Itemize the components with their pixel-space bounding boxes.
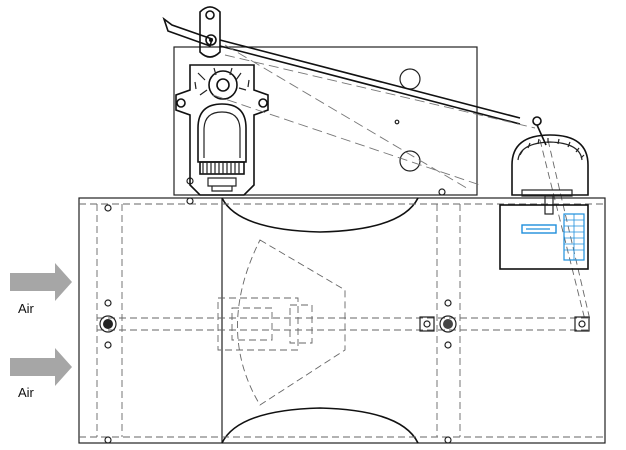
air-arrow-top bbox=[10, 263, 72, 301]
bolt bbox=[99, 197, 590, 444]
duct-housing bbox=[78, 197, 606, 444]
air-arrow-bottom bbox=[10, 348, 72, 386]
damper-actuator bbox=[175, 64, 269, 196]
linkage-arm bbox=[162, 6, 521, 125]
controller-display bbox=[499, 204, 589, 270]
linkage-guides bbox=[212, 44, 591, 321]
air-label-top: Air bbox=[18, 301, 35, 316]
air-label-bottom: Air bbox=[18, 385, 35, 400]
dial-scale bbox=[511, 116, 589, 215]
damper-blade bbox=[97, 239, 590, 406]
